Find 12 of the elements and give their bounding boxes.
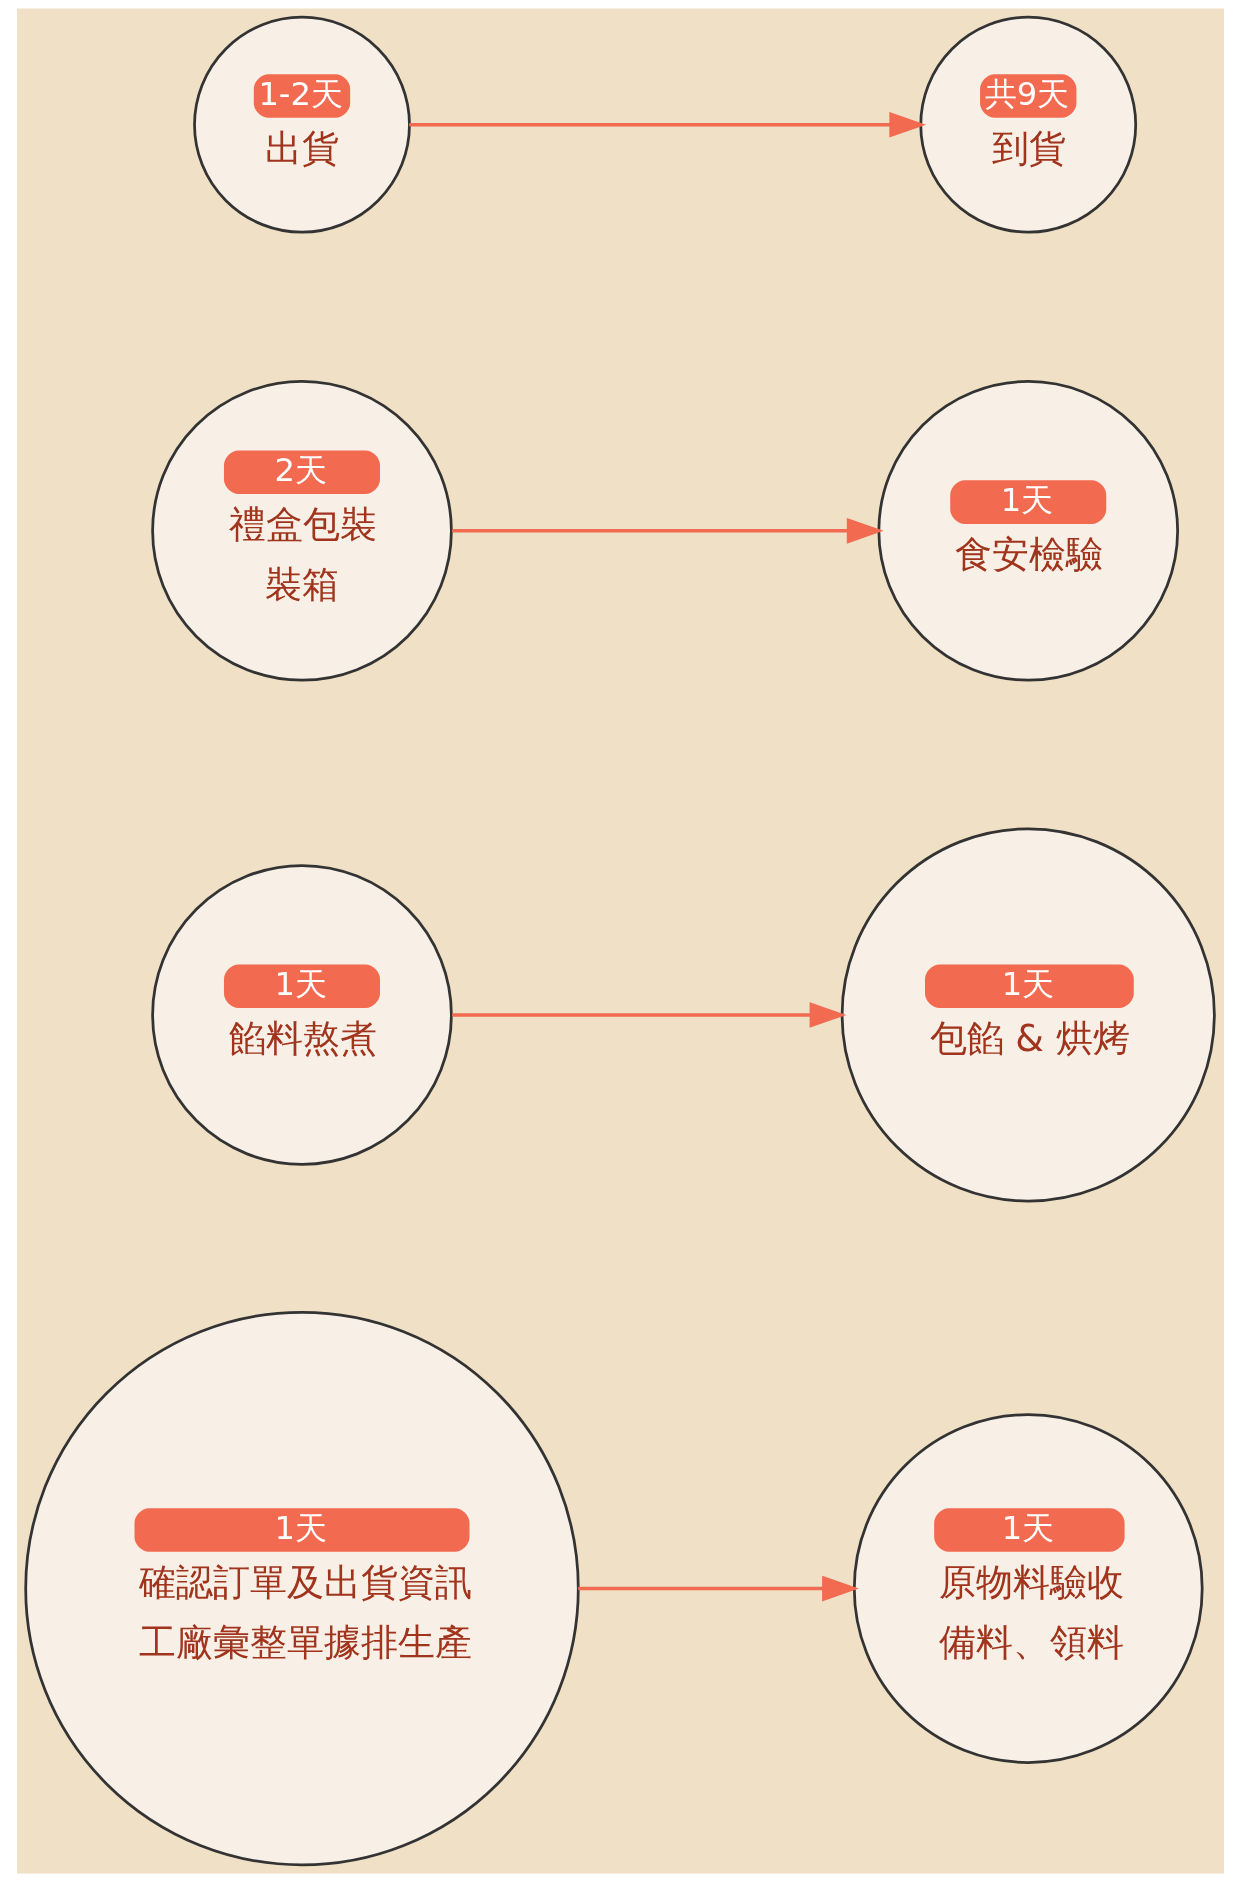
arrow <box>408 111 926 138</box>
node-circle: 2天 禮盒包裝 裝箱 <box>150 380 453 682</box>
node-circle: 1天 食安檢驗 <box>876 380 1179 682</box>
node-circle: 1天 餡料熬煮 <box>150 864 453 1166</box>
arrow <box>577 1575 859 1602</box>
node-circle: 共9天 到貨 <box>918 15 1137 234</box>
arrow <box>451 1002 846 1028</box>
node-circle: 1天 確認訂單及出貨資訊 工廠彙整單據排生產 <box>23 1310 580 1867</box>
node-circle: 1天 原物料驗收 備料、領料 <box>852 1413 1204 1764</box>
arrow <box>451 517 884 544</box>
node-circle: 1天 包餡 & 烘烤 <box>840 827 1216 1203</box>
node-circle: 1-2天 出貨 <box>192 15 411 234</box>
